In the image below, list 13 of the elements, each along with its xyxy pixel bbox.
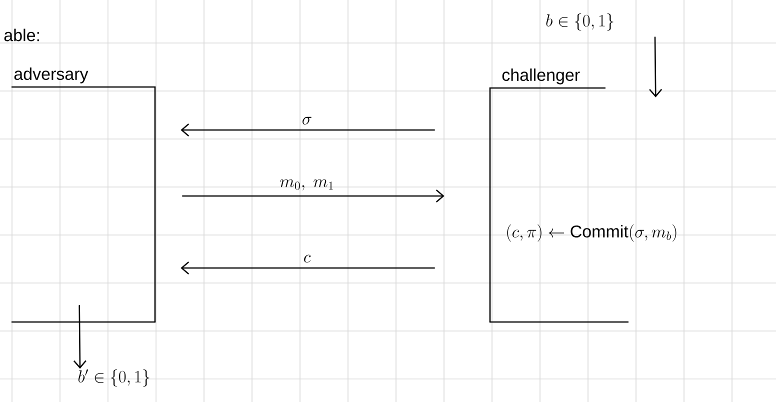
arrow	[73, 305, 86, 369]
arrow	[180, 124, 435, 136]
arrow	[180, 262, 435, 274]
challenger-box: challenger $(c,\pi) \leftarrow \mathrm{Commit}(\sigma, m_b)$	[489, 68, 676, 323]
arrow	[649, 36, 662, 98]
edge-label: $\sigma$	[302, 116, 312, 125]
edge-label: $m_0,\ m_1$	[280, 179, 333, 190]
output-label: $b' \in \{0,1\}$	[78, 369, 150, 387]
heading: able:	[4, 28, 39, 42]
bit-label: $b \in \{0,1\}$	[546, 13, 614, 31]
edge-label: $c$	[304, 254, 311, 263]
adversary-box: adversary	[11, 68, 156, 323]
arrow	[182, 190, 444, 202]
